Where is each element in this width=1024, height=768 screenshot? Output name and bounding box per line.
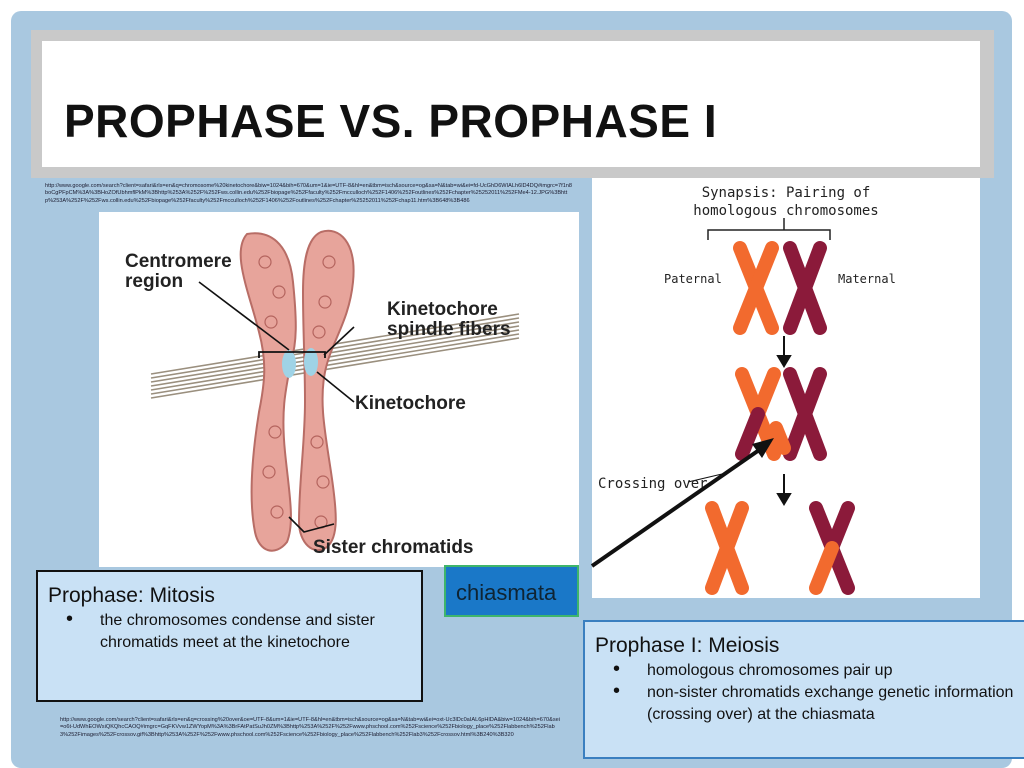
label-kinetochore-fibers-line2: spindle fibers [387, 319, 511, 340]
mitosis-bullet-text: the chromosomes condense and sister chro… [100, 612, 375, 651]
chromosome-pair-recombined [705, 501, 855, 595]
mitosis-bullets: • the chromosomes condense and sister chr… [48, 608, 421, 654]
left-chromatid [239, 232, 297, 552]
chromosome-diagram-image: Centromere region Kinetochore spindle fi… [99, 212, 579, 567]
mitosis-heading: Prophase: Mitosis [48, 584, 215, 607]
chiasmata-label: chiasmata [456, 580, 557, 605]
label-maternal: Maternal [838, 272, 896, 286]
right-chromatid [297, 229, 355, 552]
prophase-meiosis-box: Prophase I: Meiosis • homologous chromoso… [583, 620, 1024, 759]
meiosis-bullets: • homologous chromosomes pair up • non-sis… [595, 658, 1024, 726]
meiosis-bullet: • homologous chromosomes pair up [595, 658, 1024, 682]
label-pointers [198, 281, 355, 533]
label-kinetochore-fibers-line1: Kinetochore [387, 299, 498, 320]
label-kinetochore: Kinetochore [355, 393, 466, 414]
chromosome-illustration [150, 229, 520, 552]
chromatid-texture [258, 255, 336, 529]
label-sister-chromatids: Sister chromatids [313, 537, 474, 558]
prophase-mitosis-box: Prophase: Mitosis • the chromosomes conde… [36, 570, 423, 702]
meiosis-bullet-text: homologous chromosomes pair up [647, 662, 893, 679]
chromosome-pair-crossing [735, 367, 827, 461]
source-url-top[interactable]: http://www.google.com/search?client=safa… [45, 183, 573, 204]
synapsis-heading: Synapsis: Pairing of homologous chromoso… [592, 184, 980, 220]
label-centromere-line1: Centromere [125, 251, 232, 272]
slide-title: PROPHASE VS. PROPHASE I [64, 95, 718, 147]
synapsis-illustration [687, 218, 855, 595]
bullet-dot: • [66, 608, 74, 630]
label-paternal: Paternal [664, 272, 722, 286]
synapsis-heading-line2: homologous chromosomes [693, 203, 879, 219]
label-crossing-over: Crossing over [598, 476, 708, 492]
chromosome-pair-top [733, 241, 827, 335]
bullet-dot: • [613, 658, 621, 680]
title-box [42, 41, 980, 167]
meiosis-bullet-text: non-sister chromatids exchange genetic i… [647, 684, 1014, 723]
pair-bracket [707, 229, 831, 240]
synapsis-heading-line1: Synapsis: Pairing of [701, 185, 871, 201]
kinetochore-left [282, 350, 296, 378]
meiosis-heading: Prophase I: Meiosis [595, 634, 780, 657]
kinetochore-right [304, 348, 318, 376]
meiosis-bullet: • non-sister chromatids exchange genetic … [595, 680, 1024, 726]
label-centromere-line2: region [125, 271, 184, 292]
mitosis-bullet: • the chromosomes condense and sister chr… [48, 608, 421, 654]
source-url-bottom[interactable]: http://www.google.com/search?client=safa… [60, 717, 560, 738]
down-arrows [776, 336, 792, 506]
bullet-dot: • [613, 680, 621, 702]
crossing-over-diagram-image: Synapsis: Pairing of homologous chromoso… [592, 178, 980, 598]
chiasmata-callout: chiasmata [444, 565, 579, 617]
